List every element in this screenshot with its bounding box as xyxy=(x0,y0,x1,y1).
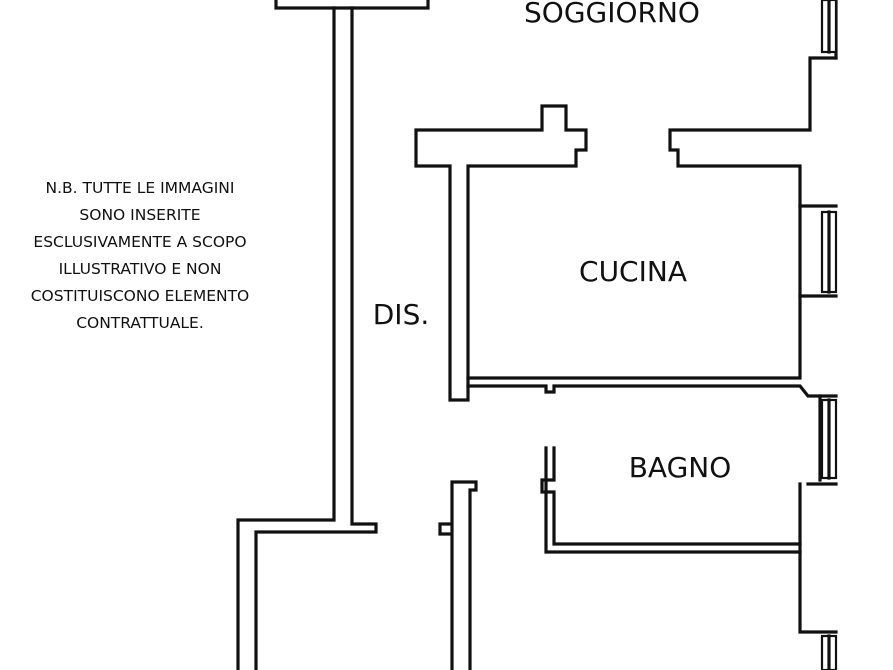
room-label-bagno: BAGNO xyxy=(629,451,732,484)
room-label-soggiorno: SOGGIORNO xyxy=(524,0,700,29)
wall-lower-corridor xyxy=(438,480,478,670)
wall-kitchen-north-right xyxy=(668,56,838,208)
wall-exterior-right-3 xyxy=(798,394,838,634)
room-label-cucina: CUCINA xyxy=(579,255,687,288)
wall-corridor-left-inner xyxy=(254,6,378,670)
wall-kitchen-south xyxy=(466,294,838,398)
note-line: ILLUSTRATIVO E NON xyxy=(59,260,222,278)
wall-exterior-right-2 xyxy=(798,204,838,298)
room-label-disimpegno: DIS. xyxy=(373,298,430,331)
note-line: ESCLUSIVAMENTE A SCOPO xyxy=(33,233,246,251)
note-line: N.B. TUTTE LE IMMAGINI xyxy=(46,179,235,197)
wall-corridor-left xyxy=(236,6,336,670)
disclaimer-note: N.B. TUTTE LE IMMAGINI SONO INSERITE ESC… xyxy=(31,179,250,332)
note-line: COSTITUISCONO ELEMENTO xyxy=(31,287,250,305)
note-line: SONO INSERITE xyxy=(79,206,200,224)
wall-bagno-west xyxy=(540,446,802,554)
note-line: CONTRATTUALE. xyxy=(76,314,204,332)
wall-kitchen-north-left xyxy=(414,104,588,402)
